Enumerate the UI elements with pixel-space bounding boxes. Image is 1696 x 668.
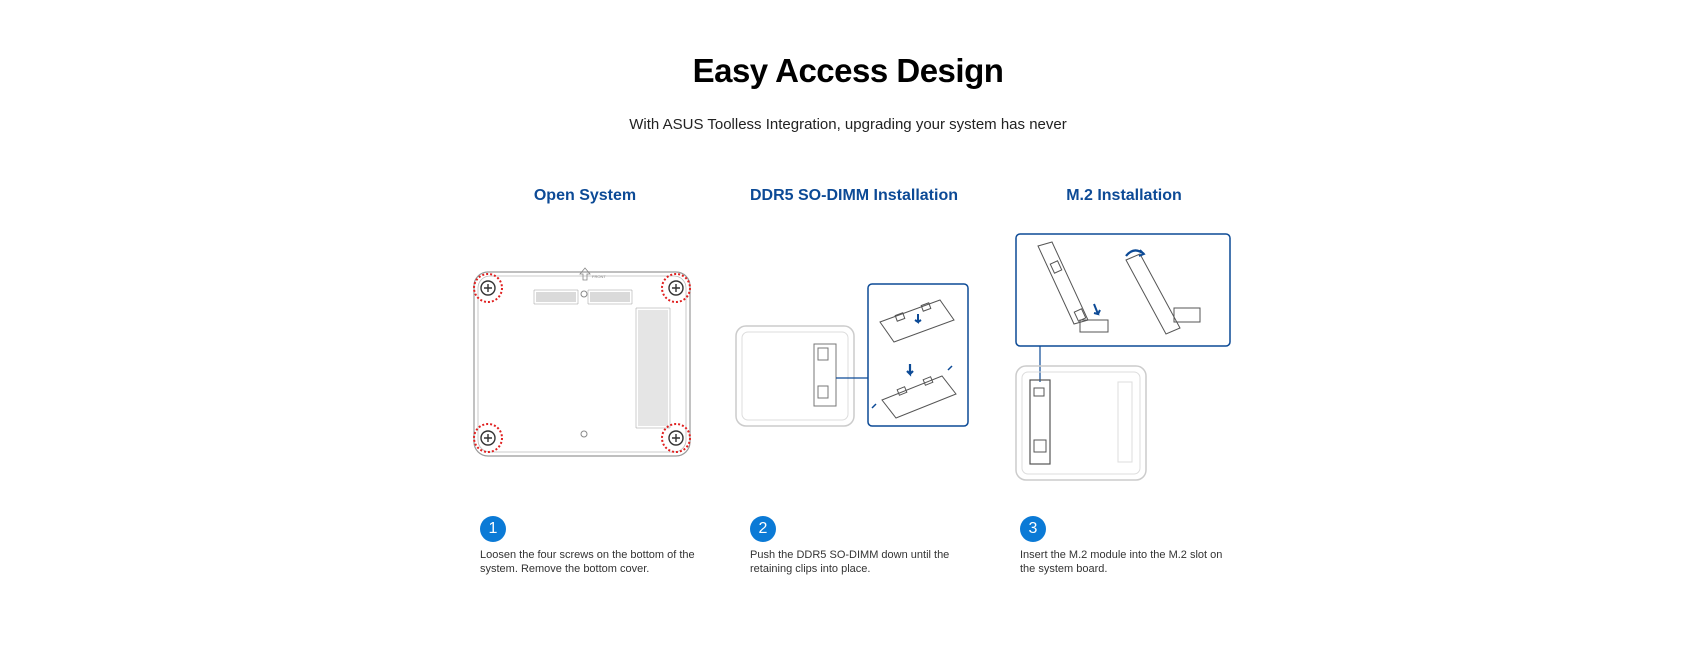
section-subtitle: With ASUS Toolless Integration, upgradin…: [629, 116, 1067, 133]
screw-icon: [661, 423, 691, 453]
screw-icon: [473, 273, 503, 303]
screw-icon: [661, 273, 691, 303]
step-text-1: Loosen the four screws on the bottom of …: [480, 549, 695, 575]
m2-installation-illustration: [1015, 233, 1231, 481]
step-text-2: Push the DDR5 SO-DIMM down until the ret…: [750, 549, 950, 575]
rotate-arrow-icon: [1125, 249, 1146, 257]
push-down-arrow-icon: [906, 314, 922, 377]
front-label: FRONT: [592, 274, 606, 279]
column-title-open-system: Open System: [533, 187, 637, 204]
section-heading: Easy Access Design: [692, 52, 1004, 89]
open-system-illustration: FRONT: [473, 267, 691, 457]
ddr5-installation-illustration: [735, 283, 969, 427]
m2-module-icon: [1037, 241, 1109, 333]
column-title-ddr5: DDR5 SO-DIMM Installation: [749, 187, 958, 204]
step-badge-2: 2: [750, 516, 776, 542]
step-text-3: Insert the M.2 module into the M.2 slot …: [1020, 549, 1223, 575]
step-badge-3: 3: [1020, 516, 1046, 542]
front-arrow-icon: FRONT: [579, 267, 606, 281]
column-title-m2: M.2 Installation: [1066, 187, 1182, 204]
step-badge-1: 1: [480, 516, 506, 542]
screw-icon: [473, 423, 503, 453]
